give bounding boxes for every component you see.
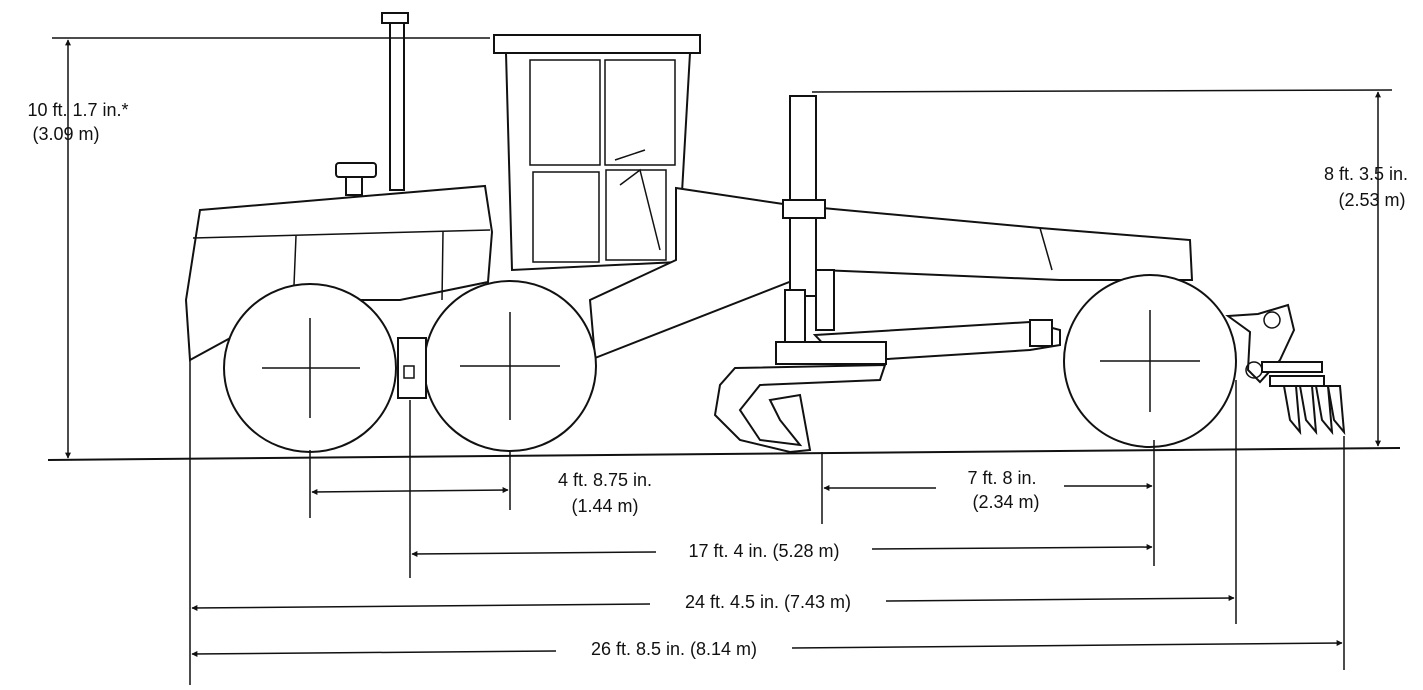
air-cleaner <box>335 162 377 178</box>
blade-to-axle-imperial: 7 ft. 8 in. <box>967 468 1036 488</box>
exhaust-stack <box>389 21 405 191</box>
front-wheel <box>1063 274 1237 448</box>
length-without-ripper-label: 24 ft. 4.5 in. (7.43 m) <box>685 592 851 612</box>
wheelbase-label: 17 ft. 4 in. (5.28 m) <box>688 541 839 561</box>
lift-cylinder <box>789 95 817 297</box>
cab-roof <box>493 34 701 54</box>
main-frame <box>588 186 1194 360</box>
blade-to-axle-metric: (2.34 m) <box>972 492 1039 512</box>
overall-length-label: 26 ft. 8.5 in. (8.14 m) <box>591 639 757 659</box>
overall-height-imperial: 10 ft. 1.7 in.* <box>27 100 128 120</box>
tandem-spacing-metric: (1.44 m) <box>571 496 638 516</box>
rear-wheel-2 <box>423 280 597 452</box>
overall-height-metric: (3.09 m) <box>32 124 99 144</box>
ground-line <box>47 447 1401 461</box>
tandem-spacing-imperial: 4 ft. 8.75 in. <box>558 470 652 490</box>
rear-wheel-1 <box>223 283 397 453</box>
moldboard-blade <box>713 363 887 454</box>
blade-height-imperial: 8 ft. 3.5 in. <box>1324 164 1408 184</box>
motor-grader-drawing <box>184 12 1346 454</box>
blade-height-metric: (2.53 m) <box>1338 190 1405 210</box>
rear-ripper <box>1225 303 1346 436</box>
